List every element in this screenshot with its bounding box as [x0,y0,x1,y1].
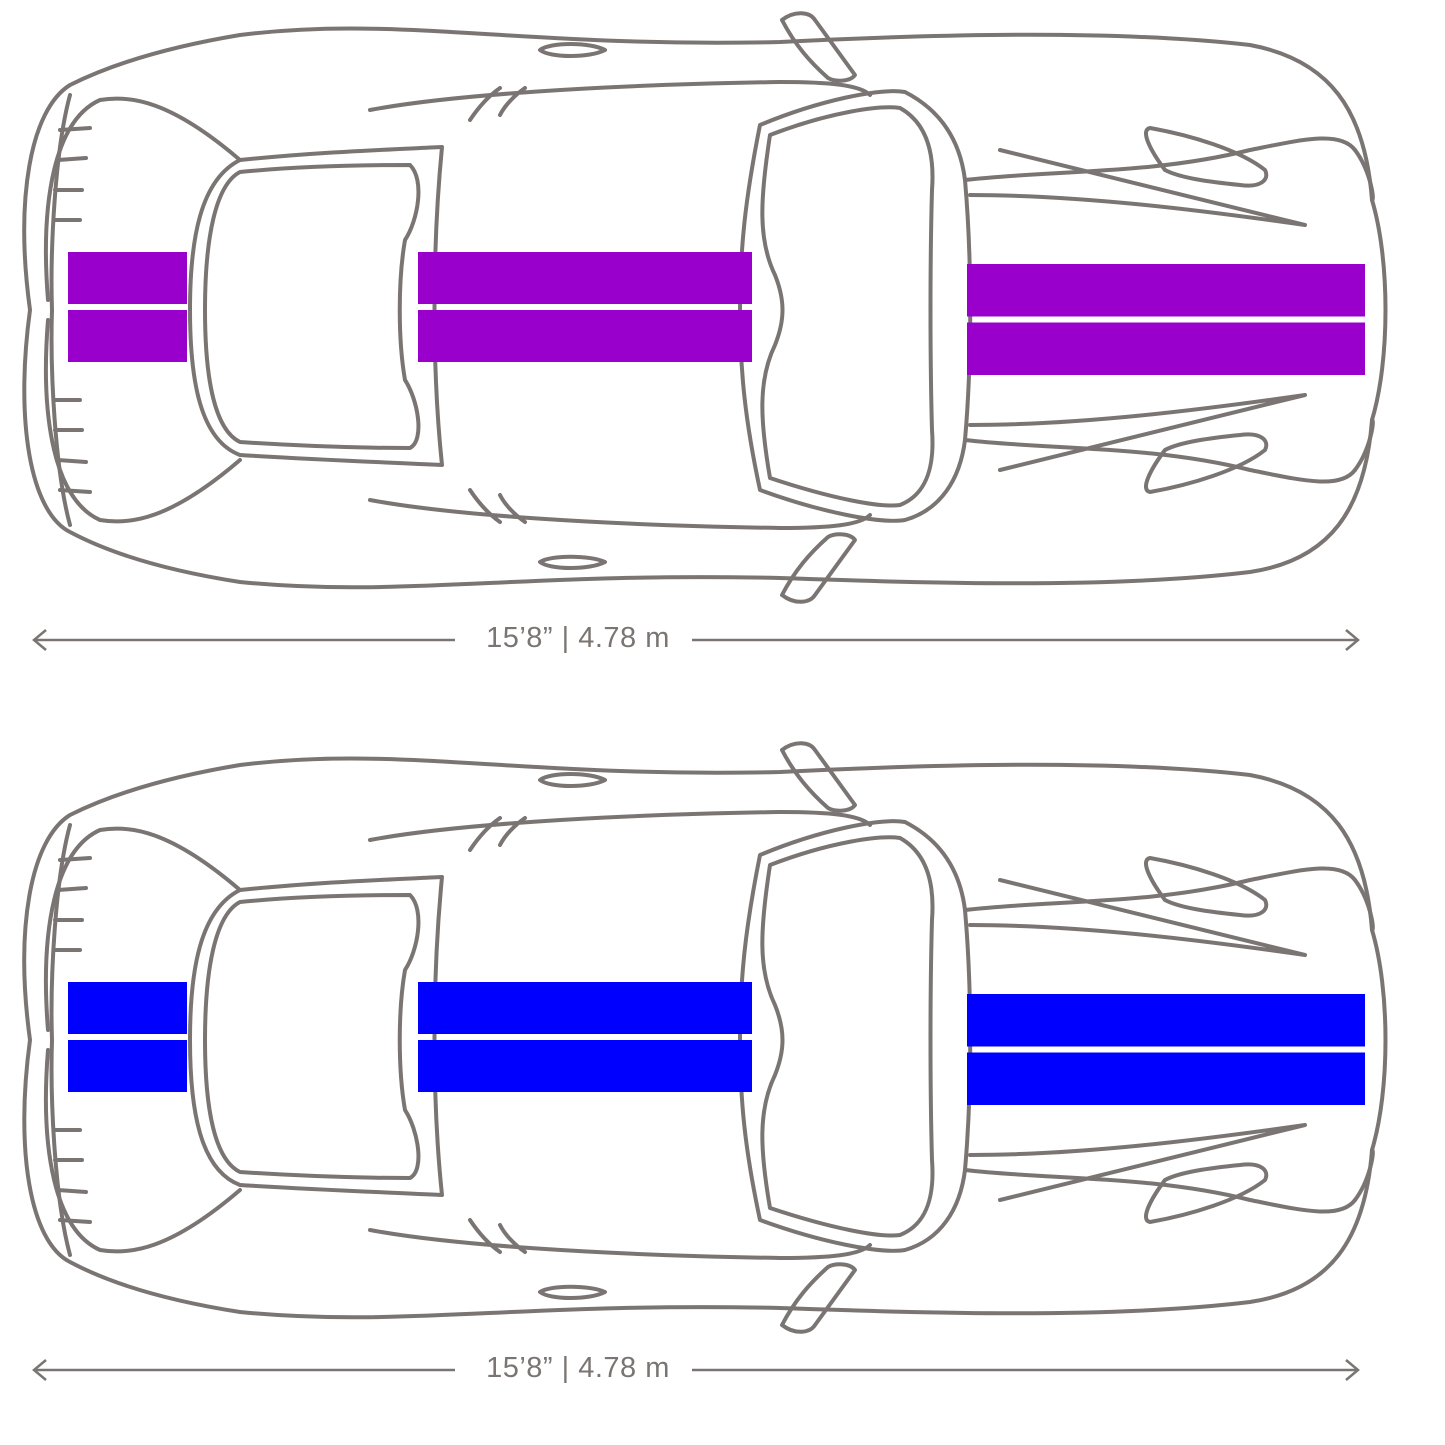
racing-stripe-1-lower [68,310,187,362]
racing-stripe-2-upper [418,982,752,1034]
hood-crease-top [963,136,1357,182]
car-purple [22,11,1388,651]
rear-window-outer [188,145,444,467]
mirror-top [780,11,857,83]
rear-window-inner [203,163,421,450]
vent-top [1144,856,1269,918]
door-handle-top [538,772,607,788]
side-line-bottom [368,488,872,530]
hood-line-top [968,148,1307,227]
door-handle-top [538,42,607,58]
racing-stripe-2-lower [418,310,752,362]
arrow-right-icon [1345,1359,1360,1381]
grille-slats [49,93,92,527]
vent-top [1144,126,1269,188]
front-bumper-line [43,826,242,1254]
racing-stripe-1-upper [68,982,187,1034]
arrow-left-icon [32,1359,47,1381]
hood-crease-bottom [963,438,1357,484]
arrow-left-icon [32,629,47,651]
hood-line-top [968,878,1307,957]
hood-crease-top [963,866,1357,912]
arrow-right-icon [1345,629,1360,651]
vent-bottom [1144,1162,1269,1224]
racing-stripe-3-upper [967,264,1365,317]
mirror-bottom [780,532,857,604]
hood-crease-bottom [963,1168,1357,1214]
door-handle-bottom [538,1284,607,1300]
dimension-label-top: 15’8” | 4.78 m [486,622,670,654]
racing-stripe-1-lower [68,1040,187,1092]
car-body-outline [22,756,1388,1320]
racing-stripe-3-lower [967,322,1365,375]
rear-window-inner [203,893,421,1180]
front-bumper-line [43,96,242,524]
racing-stripe-3-lower [967,1052,1365,1105]
racing-stripe-2-lower [418,1040,752,1092]
windshield-outer [738,89,973,523]
racing-stripe-2-upper [418,252,752,304]
vent-bottom [1144,432,1269,494]
windshield-outer [738,819,973,1253]
grille-slats [49,823,92,1257]
hood-line-bottom [968,393,1307,472]
rear-tip [1353,878,1375,1202]
rear-window-outer [188,875,444,1197]
car-blue [22,741,1388,1381]
door-handle-bottom [538,554,607,570]
racing-stripe-1-upper [68,252,187,304]
rear-tip [1353,148,1375,472]
side-line-top [368,810,872,852]
hood-line-bottom [968,1123,1307,1202]
car-body-outline [22,26,1388,590]
mirror-bottom [780,1262,857,1334]
windshield-inner [760,835,935,1238]
windshield-inner [760,105,935,508]
racing-stripe-3-upper [967,994,1365,1047]
mirror-top [780,741,857,813]
dimension-label-bottom: 15’8” | 4.78 m [486,1352,670,1384]
side-line-bottom [368,1218,872,1260]
side-line-top [368,80,872,122]
